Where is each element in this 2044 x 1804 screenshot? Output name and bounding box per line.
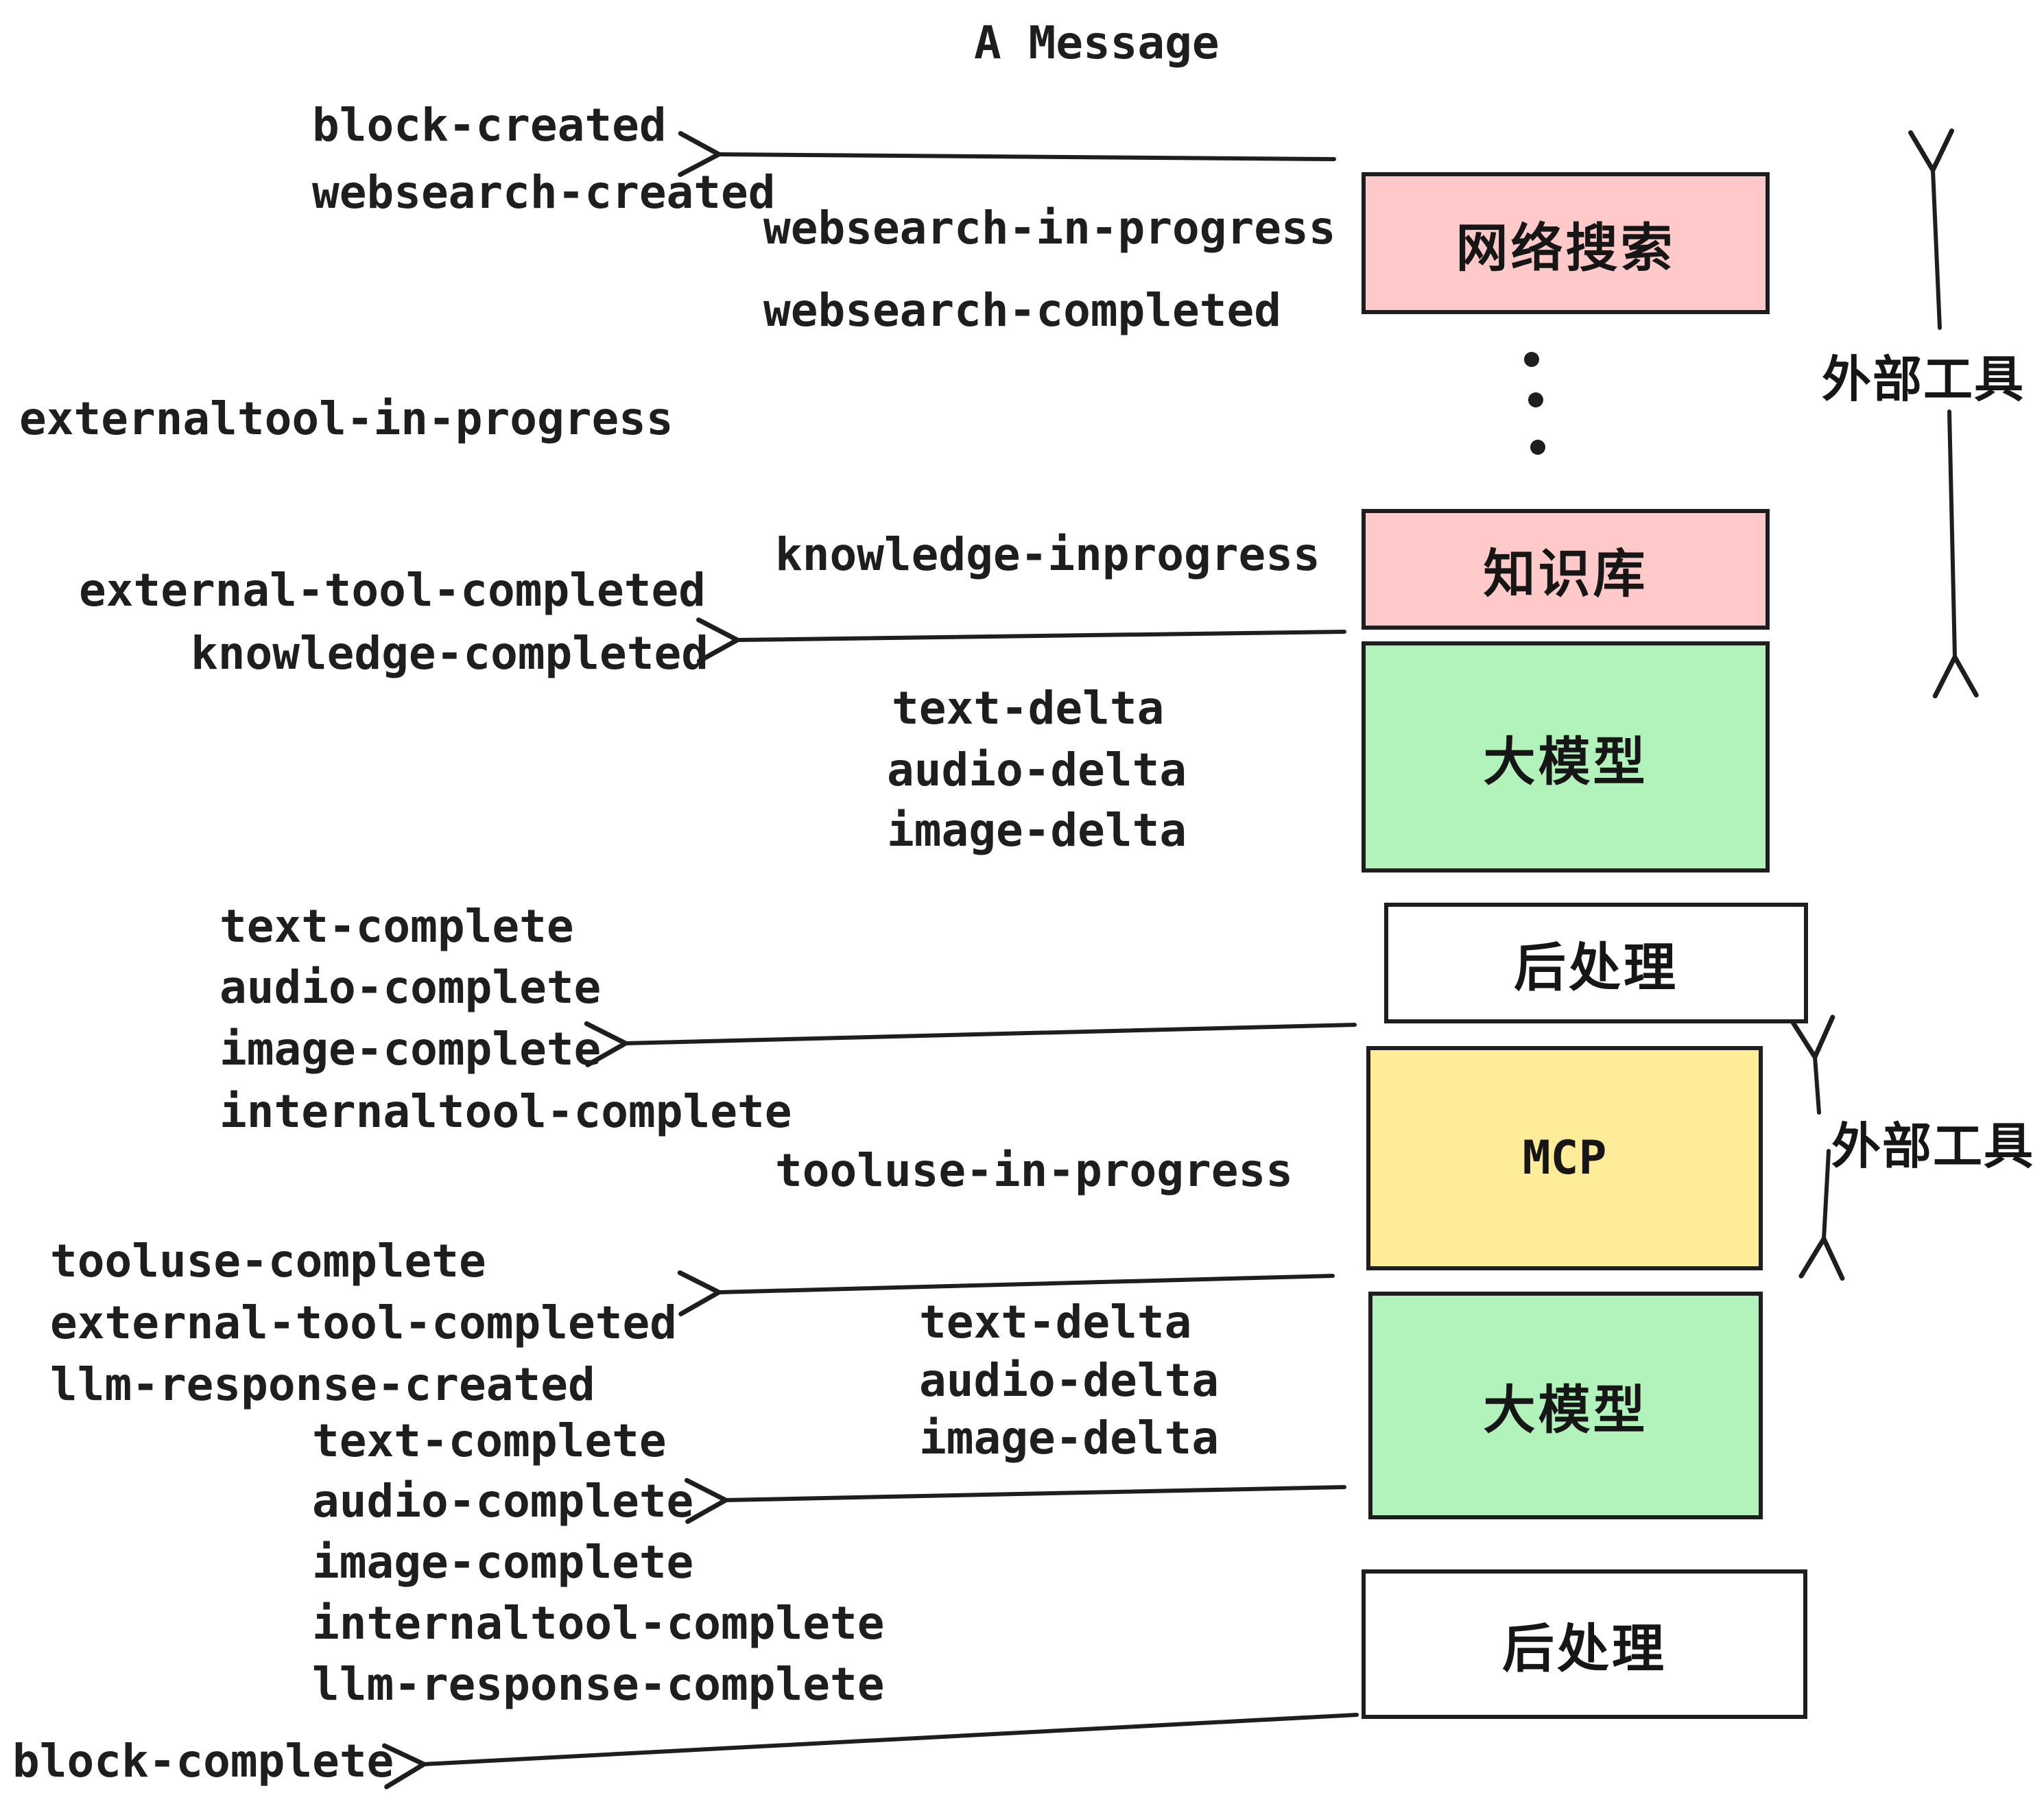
event-knowledge-completed: knowledge-completed bbox=[191, 627, 709, 680]
event-tooluse-in-progress: tooluse-in-progress bbox=[775, 1144, 1293, 1197]
event-websearch-in-progress: websearch-in-progress bbox=[763, 202, 1336, 254]
node-web-search: 网络搜索 bbox=[1362, 172, 1770, 314]
event-image-complete: image-complete bbox=[219, 1023, 602, 1076]
event-image-complete-2: image-complete bbox=[312, 1536, 694, 1589]
arrow-to-block-complete bbox=[381, 1713, 1359, 1790]
event-audio-delta-2: audio-delta bbox=[919, 1354, 1220, 1407]
node-web-search-label: 网络搜索 bbox=[1455, 217, 1676, 278]
node-post-process-2-label: 后处理 bbox=[1502, 1618, 1667, 1679]
arrow-to-tooluse-complete bbox=[677, 1270, 1335, 1316]
event-image-delta: image-delta bbox=[887, 804, 1187, 857]
event-llm-response-complete: llm-response-complete bbox=[312, 1658, 885, 1711]
event-internaltool-complete-2: internaltool-complete bbox=[312, 1597, 885, 1650]
event-llm-response-created: llm-response-created bbox=[50, 1358, 595, 1411]
event-audio-complete-2: audio-complete bbox=[312, 1475, 694, 1528]
event-internaltool-complete: internaltool-complete bbox=[219, 1085, 792, 1138]
event-external-tool-completed: external-tool-completed bbox=[79, 564, 706, 617]
event-audio-delta: audio-delta bbox=[887, 744, 1187, 796]
event-text-delta-2: text-delta bbox=[919, 1296, 1192, 1349]
node-llm-1: 大模型 bbox=[1362, 641, 1770, 873]
external-tools-down-arrow-1 bbox=[1932, 410, 1979, 699]
event-text-complete-2: text-complete bbox=[312, 1414, 667, 1467]
node-llm-2-label: 大模型 bbox=[1483, 1379, 1648, 1440]
event-externaltool-in-progress: externaltool-in-progress bbox=[19, 392, 674, 445]
event-external-tool-completed-2: external-tool-completed bbox=[50, 1296, 677, 1349]
event-websearch-completed: websearch-completed bbox=[763, 284, 1281, 337]
node-llm-1-label: 大模型 bbox=[1483, 731, 1648, 792]
event-text-delta: text-delta bbox=[892, 682, 1165, 735]
diagram-title: A Message bbox=[974, 16, 1220, 69]
event-tooluse-complete: tooluse-complete bbox=[50, 1235, 486, 1287]
event-websearch-created: websearch-created bbox=[312, 166, 776, 219]
node-knowledge-base: 知识库 bbox=[1362, 509, 1770, 630]
event-audio-complete: audio-complete bbox=[219, 961, 602, 1014]
event-knowledge-inprogress: knowledge-inprogress bbox=[775, 528, 1320, 581]
arrow-to-knowledge-completed bbox=[696, 617, 1346, 664]
arrow-to-image-complete bbox=[584, 1021, 1357, 1067]
event-block-complete: block-complete bbox=[12, 1735, 394, 1788]
node-post-process-1: 后处理 bbox=[1384, 903, 1808, 1023]
external-tools-annotation-1: 外部工具 bbox=[1822, 351, 2025, 408]
node-mcp: MCP bbox=[1366, 1046, 1763, 1270]
node-post-process-2: 后处理 bbox=[1362, 1569, 1807, 1719]
node-knowledge-base-label: 知识库 bbox=[1483, 543, 1648, 604]
vertical-ellipsis-dots bbox=[1524, 352, 1545, 455]
node-llm-2: 大模型 bbox=[1368, 1292, 1763, 1519]
arrow-to-audio-complete bbox=[684, 1477, 1346, 1524]
external-tools-annotation-2: 外部工具 bbox=[1831, 1117, 2035, 1175]
external-tools-down-arrow-2 bbox=[1798, 1149, 1845, 1281]
event-block-created: block-created bbox=[312, 99, 667, 152]
external-tools-up-arrow-2 bbox=[1789, 1014, 1835, 1115]
node-mcp-label: MCP bbox=[1522, 1131, 1607, 1185]
arrow-websearch-to-block-created bbox=[678, 131, 1336, 178]
event-image-delta-2: image-delta bbox=[919, 1412, 1220, 1464]
node-post-process-1-label: 后处理 bbox=[1514, 937, 1678, 998]
event-text-complete: text-complete bbox=[219, 900, 574, 953]
external-tools-up-arrow-1 bbox=[1908, 128, 1955, 330]
